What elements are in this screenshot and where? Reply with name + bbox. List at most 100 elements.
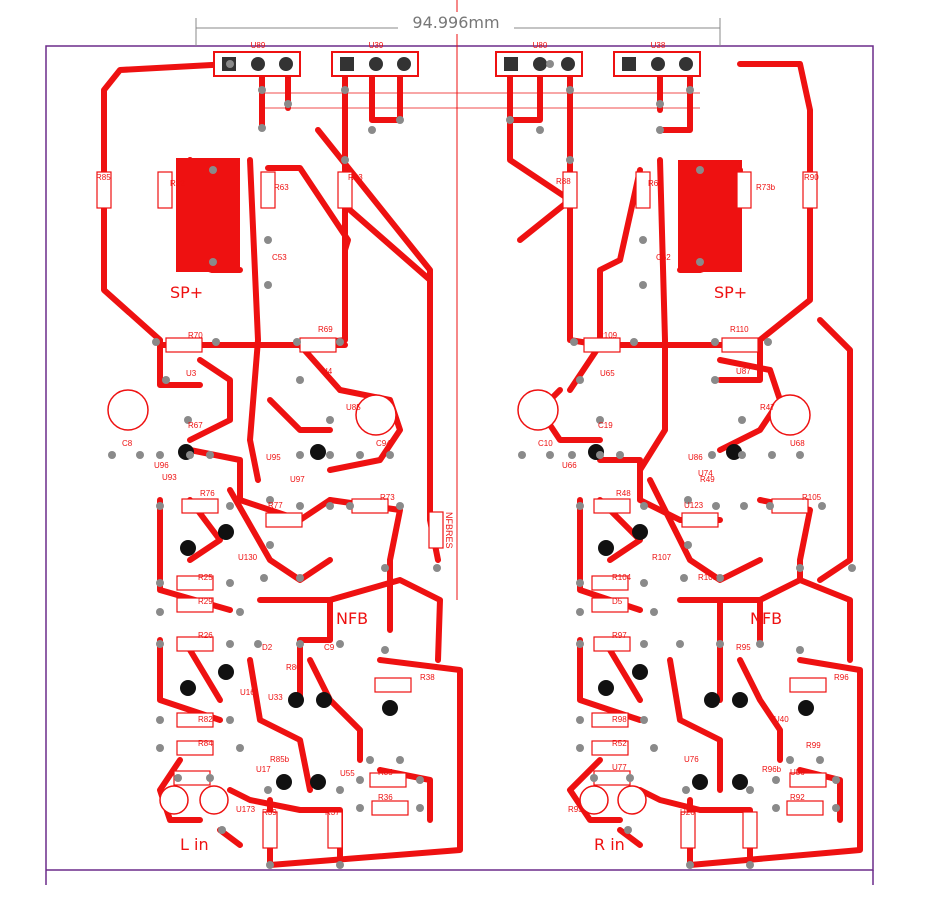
pad-119 bbox=[576, 716, 584, 724]
ref-left-8: U4 bbox=[322, 367, 333, 376]
ref-left-1: R72 bbox=[170, 179, 185, 188]
round-component-3 bbox=[769, 394, 811, 436]
pad-131 bbox=[772, 804, 780, 812]
header-pin-1-1 bbox=[397, 57, 411, 71]
pad-44 bbox=[433, 564, 441, 572]
pad-1 bbox=[258, 86, 266, 94]
resistor-v-0 bbox=[96, 171, 112, 209]
transistor-18 bbox=[276, 774, 292, 790]
pad-6 bbox=[396, 116, 404, 124]
pad-72 bbox=[656, 100, 664, 108]
nfbres-label: NFBRES bbox=[444, 512, 454, 549]
pad-8 bbox=[209, 258, 217, 266]
ref-right-25: R96 bbox=[834, 673, 849, 682]
ref-left-37: R39 bbox=[262, 808, 277, 817]
ref-left-36: R36 bbox=[378, 793, 393, 802]
sp-plus-left: SP+ bbox=[170, 283, 203, 302]
transistor-10 bbox=[598, 680, 614, 696]
pad-75 bbox=[566, 156, 574, 164]
ref-left-25: C9 bbox=[324, 643, 335, 652]
transistor-5 bbox=[218, 524, 234, 540]
ref-left-33: U17 bbox=[256, 765, 271, 774]
pad-23 bbox=[186, 451, 194, 459]
ref-left-13: C94 bbox=[376, 439, 391, 448]
pad-99 bbox=[684, 496, 692, 504]
resistor-h-24 bbox=[789, 772, 827, 788]
resistor-h-11 bbox=[176, 740, 214, 756]
pad-36 bbox=[396, 502, 404, 510]
trace-12 bbox=[187, 357, 233, 443]
pad-50 bbox=[381, 646, 389, 654]
round-component-4 bbox=[159, 785, 189, 815]
resistor-h-25 bbox=[786, 800, 824, 816]
ref-left-28: U16 bbox=[240, 688, 255, 697]
resistor-h-1 bbox=[299, 337, 337, 353]
pad-80 bbox=[570, 338, 578, 346]
pad-118 bbox=[796, 646, 804, 654]
ref-right-6: R110 bbox=[730, 325, 749, 334]
trace-56 bbox=[607, 647, 643, 703]
resistor-h-27 bbox=[789, 677, 827, 693]
header-ref-0: U89 bbox=[251, 41, 266, 50]
pad-52 bbox=[226, 716, 234, 724]
ref-right-24: R95 bbox=[736, 643, 751, 652]
ref-right-1: R64 bbox=[648, 179, 663, 188]
pad-28 bbox=[386, 451, 394, 459]
components bbox=[96, 171, 827, 849]
pad-12 bbox=[152, 338, 160, 346]
pad-41 bbox=[260, 574, 268, 582]
ref-right-12: C10 bbox=[538, 439, 553, 448]
pad-32 bbox=[266, 541, 274, 549]
ref-right-31: U40 bbox=[774, 715, 789, 724]
trace-26 bbox=[307, 657, 363, 763]
pad-94 bbox=[738, 451, 746, 459]
resistor-v-6 bbox=[736, 171, 752, 209]
trace-63 bbox=[617, 827, 643, 848]
resistor-v-5 bbox=[635, 171, 651, 209]
ref-left-2: R63 bbox=[274, 183, 289, 192]
pad-43 bbox=[381, 564, 389, 572]
ref-left-5: R70 bbox=[188, 331, 203, 340]
pad-38 bbox=[226, 579, 234, 587]
pad-25 bbox=[296, 451, 304, 459]
trace-24 bbox=[187, 647, 223, 703]
ref-right-37: U26 bbox=[680, 808, 695, 817]
pad-92 bbox=[616, 451, 624, 459]
dimension-text: 94.996mm bbox=[412, 13, 499, 32]
pad-114 bbox=[640, 640, 648, 648]
header-ref-2: U80 bbox=[533, 41, 548, 50]
header-pin1-2 bbox=[504, 57, 518, 71]
trace-41 bbox=[637, 157, 668, 473]
pad-134 bbox=[746, 861, 754, 869]
ref-left-34: U55 bbox=[340, 769, 355, 778]
trace-22 bbox=[327, 577, 443, 663]
pad-54 bbox=[236, 744, 244, 752]
pad-132 bbox=[832, 804, 840, 812]
pad-70 bbox=[536, 126, 544, 134]
trace-0 bbox=[101, 61, 233, 388]
round-component-5 bbox=[199, 785, 229, 815]
resistor-h-8 bbox=[176, 597, 214, 613]
pad-130 bbox=[832, 776, 840, 784]
pad-14 bbox=[293, 338, 301, 346]
pad-106 bbox=[640, 579, 648, 587]
ref-left-26: R80 bbox=[286, 663, 301, 672]
dimension-marker: 94.996mm bbox=[195, 12, 721, 46]
pad-60 bbox=[396, 756, 404, 764]
resistor-h-7 bbox=[176, 575, 214, 591]
pad-48 bbox=[296, 640, 304, 648]
transistor-11 bbox=[632, 664, 648, 680]
transistor-19 bbox=[310, 774, 326, 790]
pad-10 bbox=[264, 281, 272, 289]
round-component-6 bbox=[579, 785, 609, 815]
trace-50 bbox=[647, 477, 763, 583]
ref-right-7: U65 bbox=[600, 369, 615, 378]
ref-right-11: C19 bbox=[598, 421, 613, 430]
trace-58 bbox=[737, 657, 783, 763]
pad-90 bbox=[568, 451, 576, 459]
ref-left-29: R82 bbox=[198, 715, 213, 724]
resistor-h-5 bbox=[265, 512, 303, 528]
pad-105 bbox=[576, 579, 584, 587]
pad-40 bbox=[236, 608, 244, 616]
